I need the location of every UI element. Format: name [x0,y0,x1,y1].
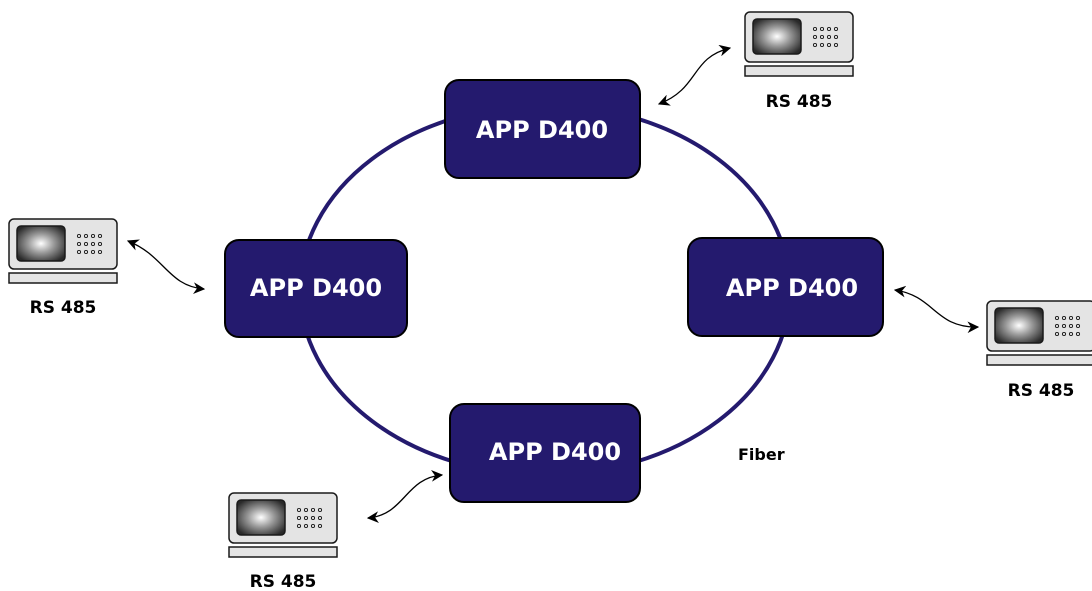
node-bottom: APP D400 [449,403,641,503]
link-arrow-right [893,285,980,334]
computer-terminal-icon [228,492,338,558]
fiber-label: Fiber [738,445,785,464]
node-right: APP D400 [687,237,884,337]
terminal-left: RS 485 [8,218,118,318]
node-right-label: APP D400 [726,274,858,302]
node-bottom-label: APP D400 [489,438,621,466]
link-arrow-top [657,44,732,106]
node-left-label: APP D400 [250,274,382,302]
terminal-left-label: RS 485 [30,298,97,318]
node-top: APP D400 [444,79,641,179]
computer-terminal-icon [986,300,1092,366]
terminal-right-label: RS 485 [1008,381,1075,401]
terminal-top-label: RS 485 [766,92,833,112]
node-left: APP D400 [224,239,408,338]
link-arrow-left [126,239,206,294]
computer-terminal-icon [744,11,854,77]
terminal-right: RS 485 [986,300,1092,401]
terminal-top: RS 485 [744,11,854,112]
link-arrow-bottom [366,470,444,523]
node-top-label: APP D400 [476,116,608,144]
terminal-bottom-label: RS 485 [250,572,317,591]
terminal-bottom: RS 485 [228,492,338,591]
computer-terminal-icon [8,218,118,284]
